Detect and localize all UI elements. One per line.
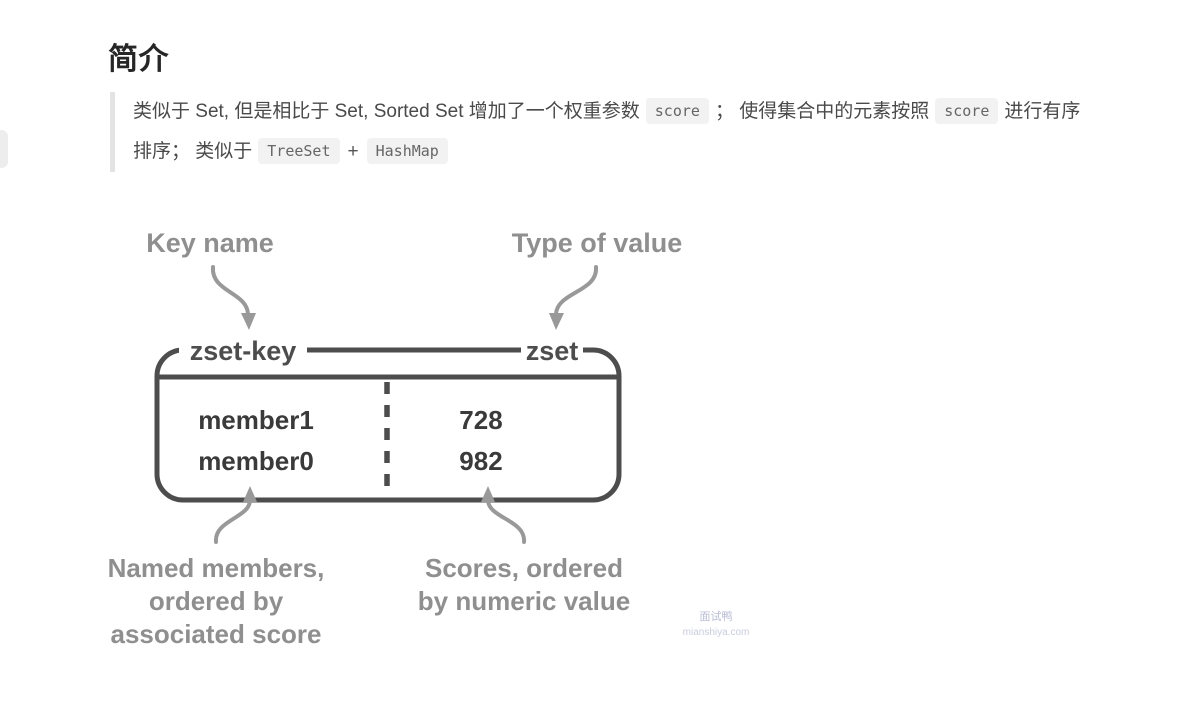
- section-heading: 简介: [108, 43, 169, 76]
- scores-caption-arrowhead: [481, 486, 495, 502]
- members-caption-line: associated score: [110, 619, 321, 649]
- intro-text: 进行有序: [1004, 101, 1081, 122]
- member-cell: member1: [198, 405, 314, 435]
- members-caption-arrowhead: [243, 486, 257, 502]
- page-edge-artifact: [0, 130, 8, 168]
- members-caption-line: Named members,: [108, 553, 325, 583]
- intro-blockquote: 类似于 Set, 但是相比于 Set, Sorted Set 增加了一个权重参数…: [110, 92, 1160, 172]
- intro-text: 排序； 类似于: [133, 141, 253, 162]
- type-label-gap: [521, 336, 583, 364]
- scores-caption-arrow: [486, 498, 526, 544]
- key-name-arrowhead: [241, 313, 256, 330]
- members-caption-line: ordered by: [149, 586, 284, 616]
- key-name-annotation: Key name: [146, 228, 274, 258]
- type-of-value-arrow: [554, 265, 598, 316]
- score-cell: 982: [459, 446, 502, 476]
- zset-structure-diagram: Key name Type of value zset-key zset mem…: [108, 228, 683, 649]
- members-caption-arrow: [214, 498, 252, 544]
- intro-text: ； 使得集合中的元素按照: [714, 101, 930, 122]
- zset-key-label: zset-key: [190, 336, 297, 366]
- key-label-gap: [179, 336, 307, 364]
- inline-code-score-2: score: [935, 98, 999, 124]
- scores-caption-line: Scores, ordered: [425, 553, 623, 583]
- scores-caption-line: by numeric value: [418, 586, 630, 616]
- member-cell: member0: [198, 446, 314, 476]
- zset-type-label: zset: [526, 336, 579, 366]
- type-of-value-annotation: Type of value: [512, 228, 683, 258]
- intro-text: 类似于 Set, 但是相比于 Set, Sorted Set 增加了一个权重参数: [133, 101, 640, 122]
- inline-code-hashmap: HashMap: [366, 138, 448, 164]
- inline-code-treeset: TreeSet: [258, 138, 340, 164]
- key-name-arrow: [210, 265, 250, 316]
- zset-box: [154, 347, 622, 503]
- intro-line-1: 类似于 Set, 但是相比于 Set, Sorted Set 增加了一个权重参数…: [133, 92, 1160, 132]
- type-of-value-arrowhead: [549, 313, 564, 330]
- inline-code-score-1: score: [645, 98, 709, 124]
- plus-sign: +: [347, 141, 359, 162]
- score-cell: 728: [459, 405, 502, 435]
